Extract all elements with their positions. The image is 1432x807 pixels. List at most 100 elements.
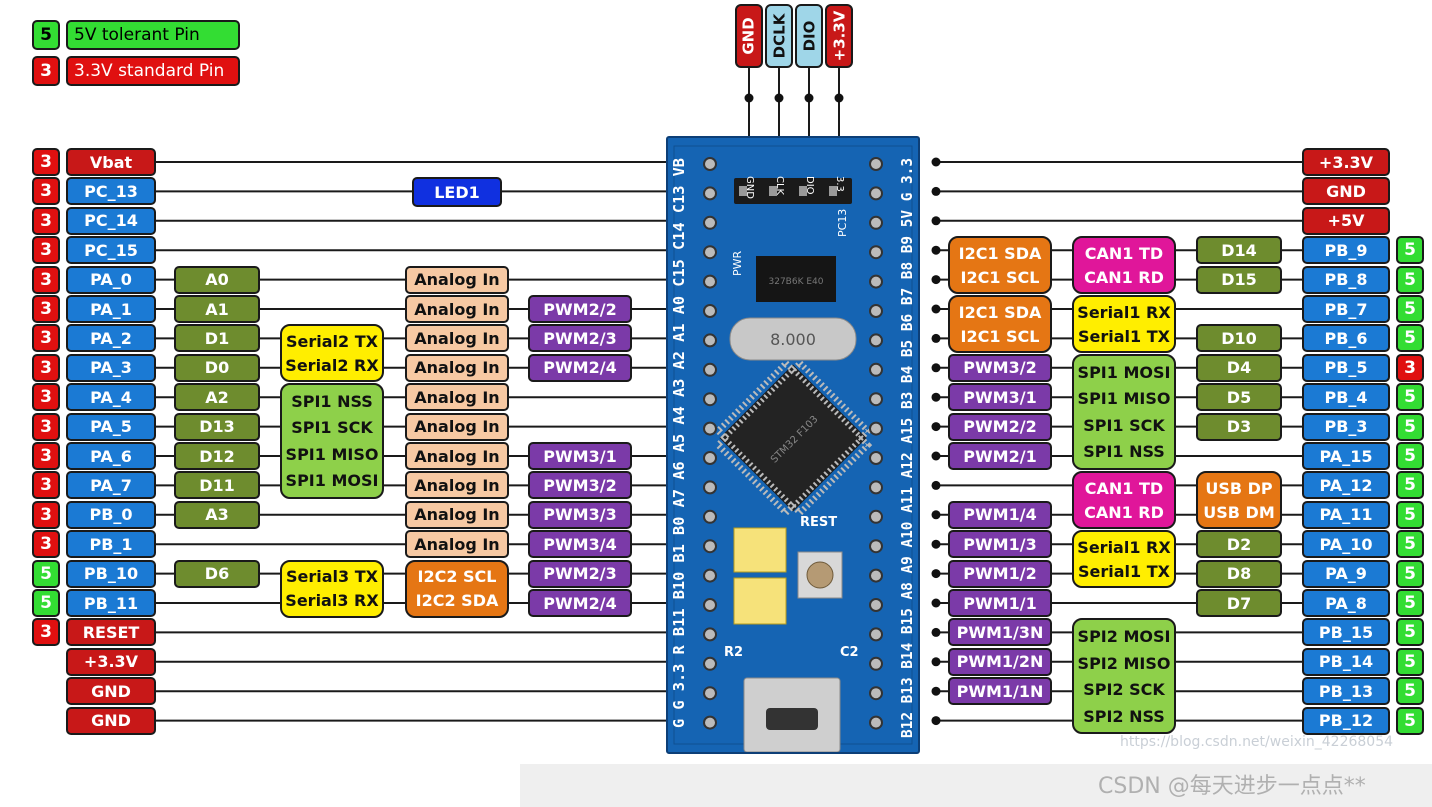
- watermark-bar: [520, 764, 1432, 807]
- right-wire-dot: [931, 275, 941, 285]
- left-silk-text: G G 3.3 R B11 B10 B1 B0 A7 A6 A5 A4 A3 A…: [670, 158, 688, 728]
- right-wire-dot: [931, 627, 941, 637]
- header-dot: [774, 93, 784, 103]
- right-pin-name: PA_12: [1302, 471, 1390, 500]
- left-serial2-group-line: Serial2 TX: [286, 331, 378, 351]
- right-pin-name: PA_9: [1302, 559, 1390, 588]
- right-tol-badge: 5: [1396, 442, 1424, 470]
- right-serial1-group-line: Serial1 TX: [1078, 561, 1170, 581]
- left-pwm-label: PWM2/2: [528, 295, 632, 323]
- right-wire-dot: [931, 392, 941, 402]
- board-pin-hole: [703, 451, 717, 465]
- right-arduino-label: D14: [1196, 236, 1282, 265]
- debug-header-text: DCLK: [770, 13, 788, 59]
- board-pin-hole: [703, 304, 717, 318]
- board-pin-hole: [869, 157, 883, 171]
- right-wire-dot: [931, 598, 941, 608]
- left-analog-label: Analog In: [405, 265, 509, 294]
- left-tol-badge: 3: [32, 206, 60, 235]
- board-pin-hole: [703, 627, 717, 642]
- right-serial1-group-line: Serial1 TX: [1078, 326, 1170, 346]
- left-analog-label: Analog In: [405, 412, 509, 441]
- right-spi2-group-line: SPI2 SCK: [1083, 680, 1165, 700]
- left-arduino-label: D11: [174, 471, 260, 500]
- right-pin-name: PB_13: [1302, 677, 1390, 706]
- mcu-chip: [713, 358, 873, 518]
- board-pin-hole: [869, 568, 883, 583]
- right-tol-badge: 5: [1396, 677, 1424, 706]
- left-tol-badge: 3: [32, 353, 60, 382]
- right-arduino-label: D4: [1196, 353, 1282, 382]
- right-arduino-label: D5: [1196, 383, 1282, 412]
- left-pwm-label: PWM2/3: [528, 559, 632, 588]
- left-arduino-label: D6: [174, 559, 260, 588]
- left-pin-name: Vbat: [66, 148, 156, 176]
- right-pwm-label: PWM1/2N: [948, 647, 1052, 676]
- left-pin-name: PA_7: [66, 471, 156, 500]
- right-pwm-label: PWM1/3N: [948, 618, 1052, 647]
- board-pin-hole: [869, 274, 883, 289]
- board-pin-hole: [869, 627, 883, 642]
- left-pin-name: PA_5: [66, 412, 156, 441]
- legend-3v-num: 3: [32, 56, 60, 86]
- left-tol-badge: 3: [32, 265, 60, 294]
- pwr-silk: PWR: [731, 250, 744, 276]
- swd-silk-text: GND: [744, 176, 755, 199]
- pc13-silk: PC13: [836, 209, 849, 237]
- right-spi1-group-line: SPI1 MOSI: [1077, 362, 1171, 382]
- board-pin-hole: [703, 157, 717, 171]
- right-arduino-label: D8: [1196, 559, 1282, 588]
- right-can1-group-line: CAN1 TD: [1084, 243, 1164, 263]
- board-pin-hole: [869, 421, 883, 436]
- left-tol-badge: 3: [32, 500, 60, 529]
- left-pin-name: GND: [66, 706, 156, 735]
- right-wire-dot: [931, 510, 941, 520]
- board-pin-hole: [703, 539, 717, 554]
- board-pin-hole: [869, 656, 883, 671]
- watermark-url: https://blog.csdn.net/weixin_42268054: [1120, 734, 1394, 750]
- c2-silk: C2: [840, 645, 859, 660]
- right-tol-badge: 3: [1396, 353, 1424, 382]
- reset-button-cap: [806, 561, 834, 589]
- left-pwm-label: PWM2/4: [528, 589, 632, 617]
- debug-header-label: DCLK: [765, 4, 793, 68]
- board-pin-hole: [869, 392, 883, 407]
- left-analog-label: Analog In: [405, 442, 509, 470]
- right-tol-badge: 5: [1396, 559, 1424, 588]
- board-pin-hole: [869, 539, 883, 554]
- left-spi1-group-line: SPI1 NSS: [291, 391, 373, 411]
- board-pin-hole: [703, 686, 717, 701]
- left-spi1-group-line: SPI1 SCK: [291, 418, 373, 438]
- right-tol-badge: 5: [1396, 500, 1424, 529]
- right-spi1-group-line: SPI1 NSS: [1083, 442, 1165, 462]
- right-spi2-group-line: SPI2 NSS: [1083, 706, 1165, 726]
- left-tol-badge: 3: [32, 324, 60, 353]
- board-pin-hole: [703, 215, 717, 230]
- header-dot: [744, 93, 754, 103]
- right-tol-badge: 5: [1396, 589, 1424, 617]
- board-pin-hole: [869, 715, 883, 730]
- right-pin-name: PB_12: [1302, 706, 1390, 735]
- right-can1-group-line: CAN1 RD: [1084, 502, 1164, 522]
- left-i2c2-group-line: I2C2 SCL: [417, 567, 497, 587]
- right-wire-dot: [931, 451, 941, 461]
- right-pin-name: PB_14: [1302, 647, 1390, 676]
- left-analog-label: Analog In: [405, 530, 509, 559]
- left-tol-badge: 3: [32, 383, 60, 412]
- left-pin-name: GND: [66, 677, 156, 706]
- watermark-brand: CSDN @每天进步一点点**: [1098, 774, 1366, 799]
- board-drawing: 327B6K E40 8.000 STM32 F103 PC13 PW: [670, 145, 916, 752]
- left-pin-name: +3.3V: [66, 647, 156, 676]
- left-arduino-label: A0: [174, 265, 260, 294]
- board-pin-hole: [869, 509, 883, 524]
- right-arduino-label: D2: [1196, 530, 1282, 559]
- right-wire-dot: [931, 157, 941, 167]
- right-pwm-label: PWM3/1: [948, 383, 1052, 412]
- board-pin-hole: [703, 274, 717, 289]
- left-arduino-label: D13: [174, 412, 260, 441]
- right-wire-dot: [931, 539, 941, 549]
